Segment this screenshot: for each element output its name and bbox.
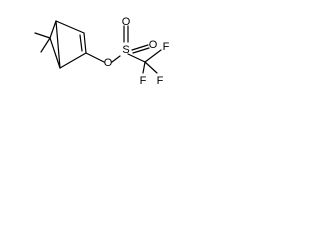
- bond-methyl-2: [40, 37, 51, 53]
- atom-oxygen-top: O: [122, 16, 131, 28]
- bond-c1-c2: [55, 20, 85, 34]
- bond-c1-c7: [49, 20, 57, 39]
- atom-oxygen-bottom: O: [149, 39, 158, 51]
- atom-fluorine-left: F: [140, 75, 147, 87]
- bonds: [34, 20, 162, 74]
- molecule-diagram: O S O O F F F: [34, 16, 170, 87]
- chemical-structure-canvas: O S O O F F F: [0, 0, 189, 107]
- bond-c4-c7: [49, 37, 61, 69]
- bond-c-f-right: [144, 61, 158, 74]
- bond-methyl-1: [34, 32, 51, 39]
- bond-c-o: [85, 52, 105, 63]
- bond-c6-c5: [59, 52, 87, 69]
- bond-c2-c3: [83, 32, 87, 54]
- atom-fluorine-right: F: [157, 75, 164, 87]
- atom-sulfur: S: [122, 44, 129, 56]
- atom-oxygen-ester: O: [104, 57, 113, 69]
- bond-c2-c3-double: [79, 34, 83, 52]
- bond-s-cf3: [127, 53, 146, 63]
- bond-s-o-right-a: [131, 44, 149, 51]
- bond-s-o-right-b: [132, 47, 150, 54]
- atom-labels: O S O O F F F: [104, 16, 170, 87]
- bond-c1-c6: [55, 20, 61, 69]
- bond-c-f-left: [142, 61, 146, 74]
- bond-o-s: [111, 55, 121, 63]
- bond-c-f-top: [144, 49, 162, 63]
- atom-fluorine-top: F: [163, 41, 170, 53]
